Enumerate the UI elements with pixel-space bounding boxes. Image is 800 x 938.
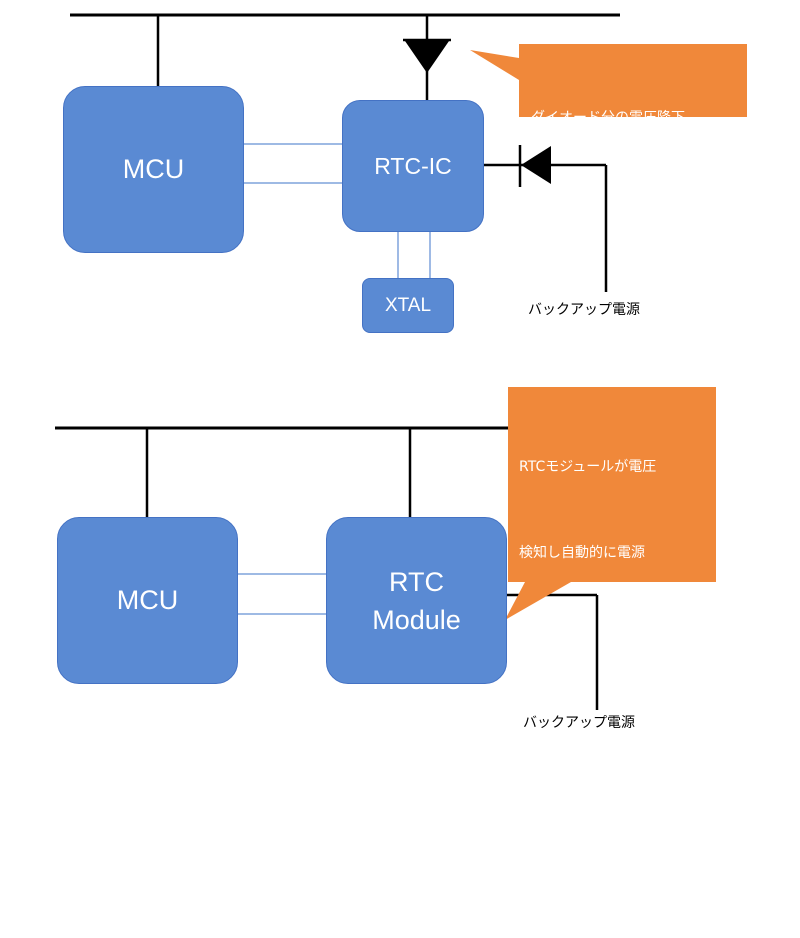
bottom-power-rail xyxy=(55,426,512,517)
xtal-label: XTAL xyxy=(384,294,432,316)
rtc-module-block: RTC Module xyxy=(326,517,507,684)
backup-diode-icon xyxy=(518,145,551,187)
mcu-label-bottom: MCU xyxy=(116,585,179,615)
callout-line: 切替を行う。 xyxy=(519,630,603,646)
top-callout xyxy=(470,44,747,117)
mcu-label: MCU xyxy=(122,154,185,184)
callout-line: RTCモジュールが電圧 xyxy=(519,459,657,475)
top-callout-text: ダイオード分の電圧降下、 リーク電流 xyxy=(531,53,699,235)
top-backup-label: バックアップ電源 xyxy=(528,302,640,318)
bottom-callout-text: RTCモジュールが電圧 検知し自動的に電源 切替を行う。 ダイオード不要の為、 … xyxy=(519,396,659,938)
rtc-ic-block: RTC-IC xyxy=(342,100,484,232)
rtc-ic-label: RTC-IC xyxy=(374,152,452,179)
bottom-callout xyxy=(505,387,716,620)
mcu-block: MCU xyxy=(63,86,244,253)
top-bus-lines xyxy=(243,143,431,278)
top-diode-icon xyxy=(403,38,451,73)
callout-line: リーク電流抑えるこ xyxy=(519,801,645,817)
callout-line: 検知し自動的に電源 xyxy=(519,544,645,561)
xtal-block: XTAL xyxy=(362,278,454,333)
bottom-bus-lines xyxy=(237,573,327,615)
callout-line: リーク電流 xyxy=(531,188,601,204)
rtc-module-label-line1: RTC xyxy=(388,566,444,597)
callout-line: とが出来る xyxy=(519,886,589,903)
rtc-module-label-line2: Module xyxy=(372,604,461,635)
circuit-diagram xyxy=(55,13,747,710)
mcu-block-bottom: MCU xyxy=(57,517,238,684)
bottom-backup-label: バックアップ電源 xyxy=(523,715,635,731)
callout-line: ダイオード不要の為、 xyxy=(519,715,659,732)
callout-line: ダイオード分の電圧降下、 xyxy=(531,110,699,126)
